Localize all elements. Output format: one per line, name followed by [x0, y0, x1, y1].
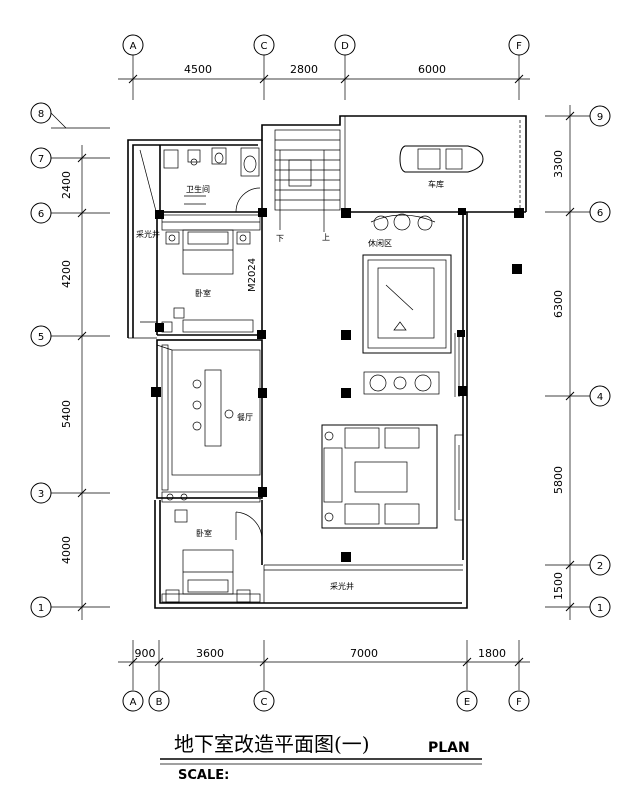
- room-label-bedroom-lower: 卧室: [196, 528, 212, 538]
- axis-label: F: [516, 697, 522, 708]
- right-axis-bubbles: 9 6 4 2 1: [545, 105, 611, 620]
- axis-label: A: [130, 697, 137, 708]
- room-labels: 卫生间 采光井 卧室 M2024 餐厅 卧室 车库 休闲区 采光井 下 上: [136, 179, 444, 591]
- structural-columns: [151, 208, 524, 562]
- axis-label: 3: [38, 489, 44, 500]
- axis-label: C: [261, 41, 268, 52]
- axis-label: D: [341, 41, 349, 52]
- dimension-text: 4000: [60, 536, 73, 564]
- dimension-text: 5400: [60, 400, 73, 428]
- dining-room: [156, 339, 263, 503]
- dimension-text: 7000: [350, 647, 378, 660]
- axis-label: 7: [38, 154, 44, 165]
- dimension-text: 2400: [60, 171, 73, 199]
- axis-label: 9: [597, 112, 603, 123]
- room-label-bathroom: 卫生间: [186, 184, 210, 194]
- scale-label: SCALE:: [178, 768, 229, 783]
- dimension-text: 5800: [552, 466, 565, 494]
- door-tag: M2024: [247, 258, 258, 292]
- sofa-set: [321, 424, 464, 529]
- axis-label: A: [130, 41, 137, 52]
- axis-label: F: [516, 41, 522, 52]
- left-axis-bubbles: 8 7 6 5 3 1: [30, 102, 110, 620]
- lounge-chairs: [363, 371, 440, 395]
- axis-label: 5: [38, 332, 44, 343]
- axis-label: 8: [38, 109, 44, 120]
- dimension-text: 1800: [478, 647, 506, 660]
- axis-label: 6: [38, 209, 44, 220]
- dimension-text: 2800: [290, 63, 318, 76]
- bottom-dimensions: 900 3600 7000 1800: [135, 647, 507, 660]
- top-dimensions: 4500 2800 6000: [184, 63, 446, 76]
- dimension-text: 3300: [552, 150, 565, 178]
- left-dimensions: 2400 4200 5400 4000: [60, 171, 73, 564]
- top-axis-bubbles: A C D F: [118, 34, 530, 100]
- axis-label: 1: [38, 603, 44, 614]
- axis-label: C: [261, 697, 268, 708]
- dimension-text: 6000: [418, 63, 446, 76]
- axis-label: B: [156, 697, 163, 708]
- room-label-dining: 餐厅: [237, 413, 253, 422]
- car-icon: [399, 145, 484, 173]
- dimension-text: 4500: [184, 63, 212, 76]
- dimension-text: 3600: [196, 647, 224, 660]
- room-label-leisure: 休闲区: [368, 238, 392, 248]
- stair-up-label: 上: [322, 233, 330, 242]
- room-label-garage: 车库: [428, 179, 444, 189]
- axis-label: 2: [597, 561, 603, 572]
- bedroom-upper: [156, 212, 263, 336]
- plan-label: PLAN: [428, 740, 470, 756]
- axis-label: E: [464, 697, 470, 708]
- axis-label: 1: [597, 603, 603, 614]
- dimension-text: 6300: [552, 290, 565, 318]
- staircase: [274, 129, 341, 232]
- room-label-light-well-left: 采光井: [136, 229, 160, 239]
- dimension-text: 1500: [552, 572, 565, 600]
- bathroom: [159, 140, 263, 213]
- stair-down-label: 下: [276, 234, 284, 243]
- dimension-text: 4200: [60, 260, 73, 288]
- title-block: 地下室改造平面图(一) PLAN SCALE:: [160, 732, 482, 783]
- leisure-seating: [370, 213, 436, 231]
- room-label-light-well-bottom: 采光井: [330, 581, 354, 591]
- drawing-title: 地下室改造平面图(一): [174, 732, 370, 756]
- bottom-axis-bubbles: A B C E F: [118, 640, 530, 712]
- bedroom-lower: [161, 500, 263, 603]
- dimension-text: 900: [135, 647, 156, 660]
- right-dimensions: 3300 6300 5800 1500: [552, 150, 565, 600]
- axis-label: 6: [597, 208, 603, 219]
- room-label-bedroom-upper: 卧室: [195, 288, 211, 298]
- pool-table: [362, 254, 452, 354]
- axis-label: 4: [597, 392, 603, 403]
